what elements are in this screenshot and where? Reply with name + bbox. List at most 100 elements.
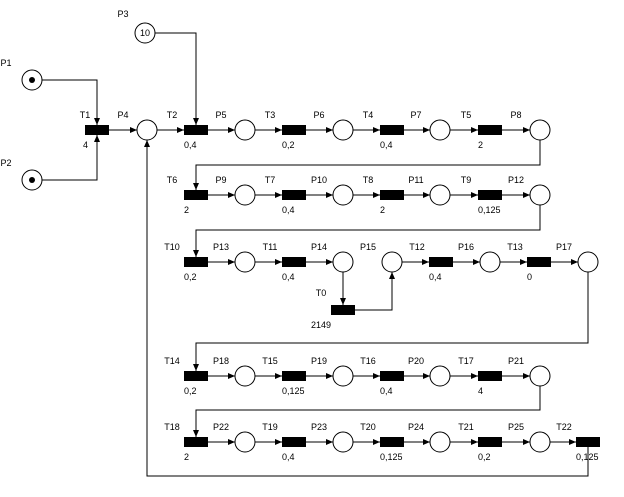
transition-label: T21 — [458, 422, 474, 432]
place-p15 — [381, 251, 403, 273]
transition-label: T17 — [458, 356, 474, 366]
transition-delay: 0,4 — [429, 272, 442, 282]
place-circle — [429, 119, 451, 141]
place-circle — [529, 365, 551, 387]
place-label: P8 — [510, 110, 521, 120]
place-p9 — [234, 184, 256, 206]
place-circle — [429, 365, 451, 387]
place-p6 — [332, 119, 354, 141]
transition-t7 — [282, 190, 306, 200]
arc-p8-t6 — [193, 140, 541, 190]
place-label: P21 — [508, 356, 524, 366]
nodes-layer: 10 — [21, 22, 600, 453]
transition-t18 — [184, 437, 208, 447]
place-label: P7 — [410, 110, 421, 120]
transition-delay: 0,125 — [478, 205, 501, 215]
transition-t20 — [380, 437, 404, 447]
arc-p17-t14 — [193, 272, 589, 371]
transition-delay: 0,4 — [380, 386, 393, 396]
place-circle — [429, 184, 451, 206]
place-label: P17 — [556, 242, 572, 252]
place-p12 — [529, 184, 551, 206]
transition-label: T11 — [263, 242, 278, 252]
transition-bar — [282, 257, 306, 267]
transition-bar — [282, 125, 306, 135]
place-label: P19 — [311, 356, 327, 366]
place-p24 — [429, 431, 451, 453]
transition-delay: 0,2 — [184, 386, 197, 396]
transition-delay: 0 — [527, 272, 532, 282]
transition-label: T9 — [461, 175, 472, 185]
transition-delay: 0,4 — [380, 140, 393, 150]
transition-t6 — [184, 190, 208, 200]
place-label: P16 — [458, 242, 474, 252]
transition-delay: 2149 — [311, 320, 331, 330]
arc-t0-p15 — [355, 272, 395, 311]
place-p11 — [429, 184, 451, 206]
transition-label: T10 — [164, 242, 180, 252]
transition-bar — [331, 305, 355, 315]
place-circle — [479, 251, 501, 273]
place-p22 — [234, 431, 256, 453]
transition-label: T7 — [265, 175, 276, 185]
place-label: P13 — [213, 242, 229, 252]
place-circle — [529, 184, 551, 206]
transition-t19 — [282, 437, 306, 447]
place-circle — [332, 251, 354, 273]
place-p23 — [332, 431, 354, 453]
place-circle — [332, 365, 354, 387]
place-circle — [332, 119, 354, 141]
transition-bar — [282, 437, 306, 447]
transition-bar — [527, 257, 551, 267]
transition-delay: 2 — [478, 140, 483, 150]
place-p20 — [429, 365, 451, 387]
transition-bar — [380, 125, 404, 135]
place-label: P2 — [0, 158, 11, 168]
transition-t21 — [478, 437, 502, 447]
transition-label: T16 — [360, 356, 376, 366]
place-label: P1 — [0, 58, 11, 68]
transition-label: T1 — [80, 110, 91, 120]
arc-p2-t1 — [42, 135, 100, 181]
place-label: P22 — [213, 422, 229, 432]
transition-delay: 0,4 — [282, 452, 295, 462]
transition-t3 — [282, 125, 306, 135]
transition-delay: 0,125 — [282, 386, 305, 396]
place-p21 — [529, 365, 551, 387]
transition-delay: 2 — [380, 205, 385, 215]
transition-t11 — [282, 257, 306, 267]
place-circle — [234, 251, 256, 273]
place-label: P24 — [408, 422, 424, 432]
transition-delay: 0,125 — [380, 452, 403, 462]
transition-delay: 0,2 — [184, 272, 197, 282]
token-dot — [29, 77, 35, 83]
transition-bar — [184, 190, 208, 200]
place-p19 — [332, 365, 354, 387]
transition-t9 — [478, 190, 502, 200]
place-label: P9 — [215, 175, 226, 185]
place-circle — [234, 365, 256, 387]
transition-t14 — [184, 371, 208, 381]
transition-t22 — [576, 437, 600, 447]
transition-t10 — [184, 257, 208, 267]
place-p3: 10 — [134, 22, 156, 44]
place-p13 — [234, 251, 256, 273]
place-circle — [429, 431, 451, 453]
place-circle — [136, 119, 158, 141]
arc-p12-t10 — [193, 205, 541, 257]
place-p14 — [332, 251, 354, 273]
transition-bar — [380, 190, 404, 200]
place-p10 — [332, 184, 354, 206]
place-p1 — [21, 69, 43, 91]
transition-label: T19 — [262, 422, 278, 432]
place-label: P11 — [408, 175, 423, 185]
arc-p3-t2 — [155, 32, 199, 125]
place-label: P6 — [313, 110, 324, 120]
place-marking: 10 — [140, 28, 150, 38]
transition-delay: 0,4 — [282, 205, 295, 215]
transition-t13 — [527, 257, 551, 267]
place-label: P20 — [408, 356, 424, 366]
transition-label: T22 — [556, 422, 572, 432]
transition-label: T20 — [360, 422, 376, 432]
